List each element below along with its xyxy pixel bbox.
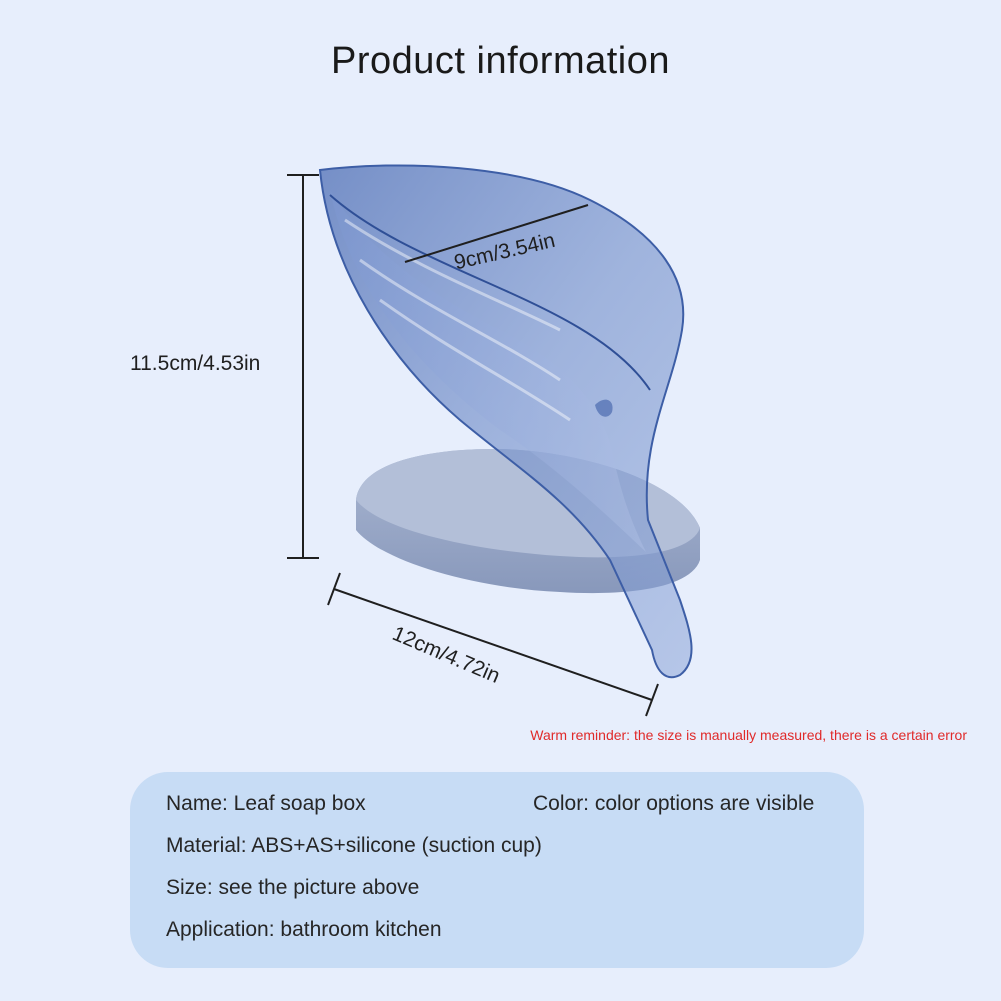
width-dimension-line xyxy=(404,204,589,263)
leaf-soap-dish xyxy=(318,164,693,679)
height-dimension-line xyxy=(287,174,319,559)
info-color: Color: color options are visible xyxy=(533,792,815,815)
height-label: 11.5cm/4.53in xyxy=(130,352,261,375)
depth-dimension-line xyxy=(327,572,659,717)
measurement-reminder: Warm reminder: the size is manually meas… xyxy=(530,727,967,743)
product-illustration xyxy=(287,164,700,717)
info-name: Name: Leaf soap box xyxy=(166,792,366,815)
product-info-panel: Name: Leaf soap box Color: color options… xyxy=(130,772,864,968)
info-size: Size: see the picture above xyxy=(166,876,420,899)
info-application: Application: bathroom kitchen xyxy=(166,918,442,941)
info-material: Material: ABS+AS+silicone (suction cup) xyxy=(166,834,542,857)
page-title: Product information xyxy=(331,40,670,82)
